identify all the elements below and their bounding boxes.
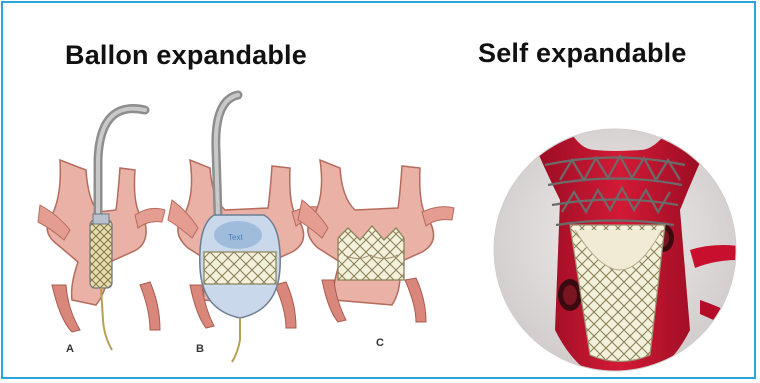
panel-b-balloon-label: Text bbox=[228, 233, 243, 242]
panel-c-valve bbox=[338, 226, 404, 280]
panel-a-illustration: A bbox=[38, 109, 165, 355]
panel-b-letter: B bbox=[196, 343, 204, 355]
panel-c-letter: C bbox=[376, 337, 384, 349]
panel-c-illustration: C bbox=[298, 160, 454, 349]
panel-b-illustration: Text B bbox=[168, 95, 324, 362]
self-expandable-illustration bbox=[494, 110, 760, 383]
panel-a-letter: A bbox=[66, 343, 74, 355]
